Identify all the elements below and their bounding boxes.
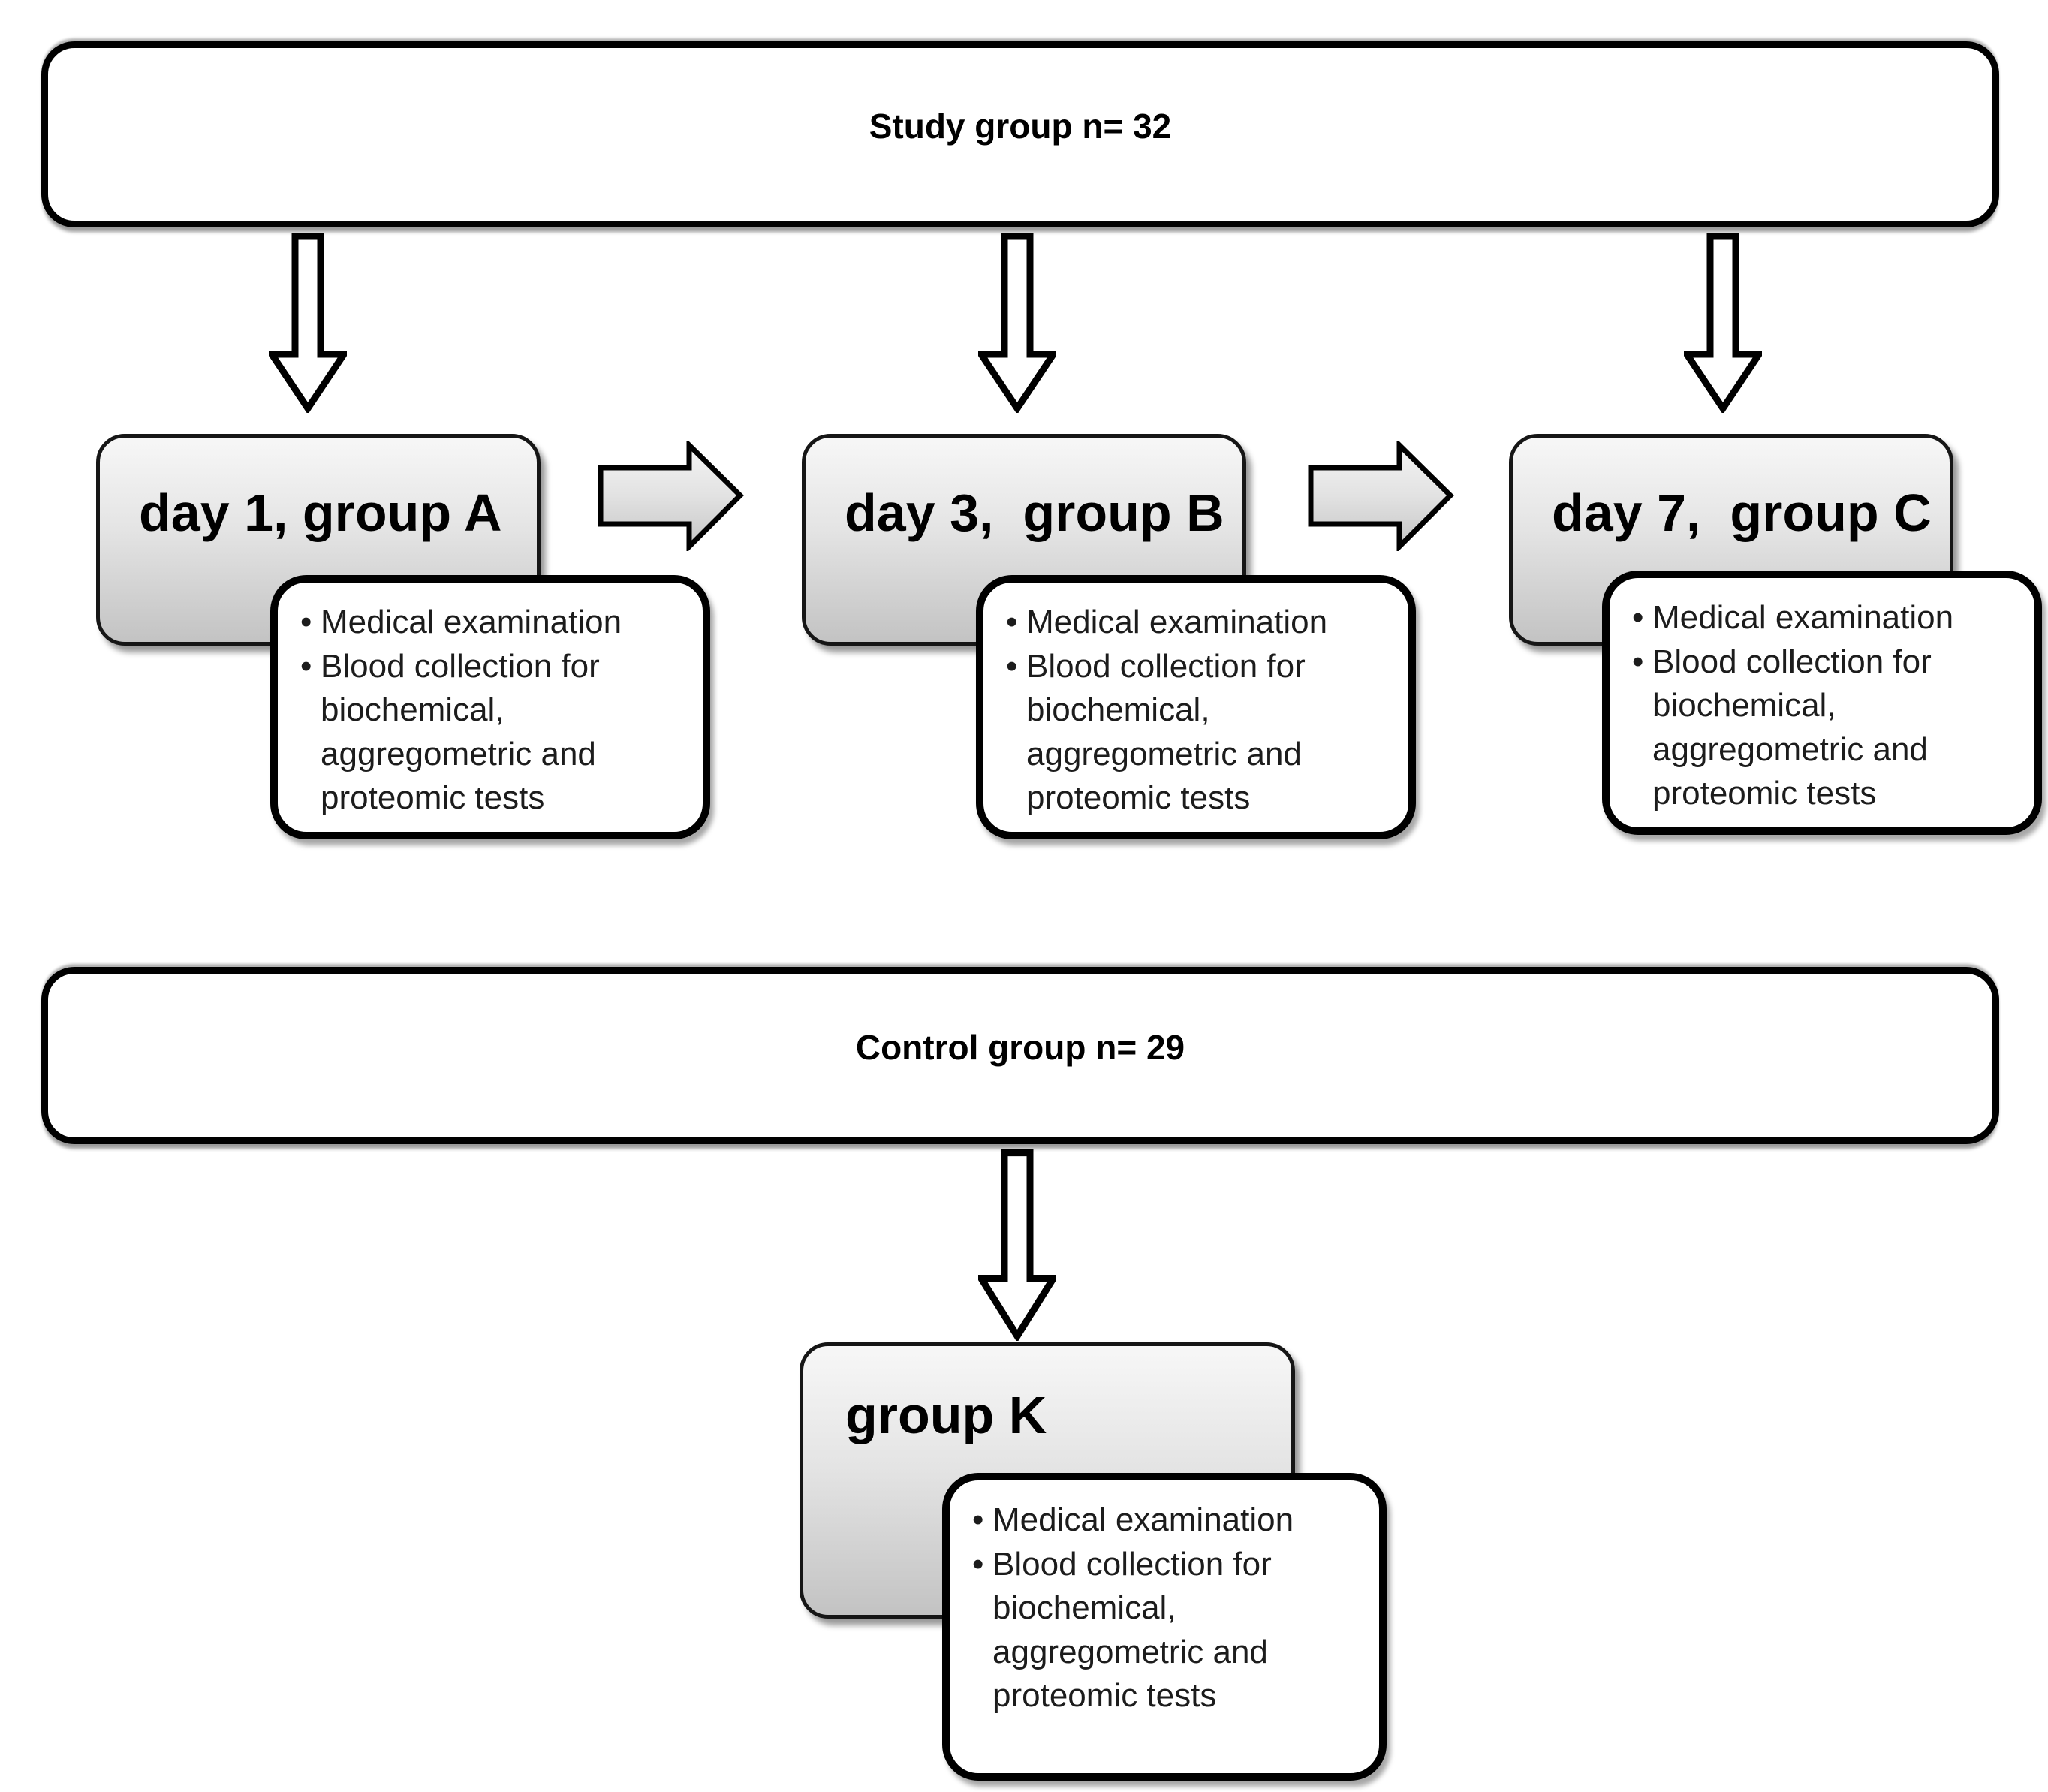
bullet-item: • Medical examination (1006, 601, 1395, 645)
stage-label: day 3, group B (845, 483, 1224, 542)
bullet-icon: • (1632, 643, 1644, 680)
bullet-icon: • (1006, 647, 1018, 685)
bullet-text: Blood collection for biochemical, aggreg… (1026, 647, 1306, 817)
bullet-item: • Medical examination (1632, 596, 2021, 640)
right-arrow-icon (1308, 441, 1454, 551)
stage-label: group K (845, 1386, 1047, 1444)
control-group-title: Control group n= 29 (855, 1028, 1185, 1067)
down-arrow-icon (978, 1149, 1056, 1341)
bullet-text: Medical examination (321, 604, 622, 640)
bullet-item: • Blood collection for biochemical, aggr… (300, 645, 689, 821)
bullet-icon: • (300, 604, 312, 640)
bullet-card-group-k: • Medical examination • Blood collection… (942, 1473, 1387, 1781)
bullet-card-group-b: • Medical examination • Blood collection… (976, 575, 1416, 839)
down-arrow-icon (978, 233, 1056, 413)
bullet-icon: • (1632, 599, 1644, 636)
stage-label: day 7, group C (1552, 483, 1932, 542)
control-group-box: Control group n= 29 (41, 967, 1999, 1144)
bullet-icon: • (300, 647, 312, 685)
right-arrow-icon (598, 441, 744, 551)
stage-label: day 1, group A (139, 483, 502, 542)
bullet-icon: • (1006, 604, 1018, 640)
study-group-title: Study group n= 32 (869, 107, 1172, 146)
study-group-box: Study group n= 32 (41, 41, 1999, 227)
down-arrow-icon (1684, 233, 1762, 413)
bullet-card-group-a: • Medical examination • Blood collection… (270, 575, 710, 839)
bullet-text: Blood collection for biochemical, aggreg… (1652, 643, 1932, 812)
bullet-text: Blood collection for biochemical, aggreg… (992, 1545, 1272, 1715)
bullet-item: • Blood collection for biochemical, aggr… (972, 1543, 1366, 1718)
down-arrow-icon (269, 233, 347, 413)
bullet-icon: • (972, 1501, 984, 1538)
bullet-text: Medical examination (992, 1501, 1294, 1538)
bullet-icon: • (972, 1545, 984, 1583)
bullet-item: • Blood collection for biochemical, aggr… (1632, 640, 2021, 816)
bullet-item: • Medical examination (300, 601, 689, 645)
bullet-item: • Blood collection for biochemical, aggr… (1006, 645, 1395, 821)
bullet-card-group-c: • Medical examination • Blood collection… (1602, 571, 2042, 835)
bullet-text: Medical examination (1652, 599, 1954, 636)
bullet-item: • Medical examination (972, 1498, 1366, 1543)
bullet-text: Blood collection for biochemical, aggreg… (321, 647, 600, 817)
bullet-text: Medical examination (1026, 604, 1328, 640)
